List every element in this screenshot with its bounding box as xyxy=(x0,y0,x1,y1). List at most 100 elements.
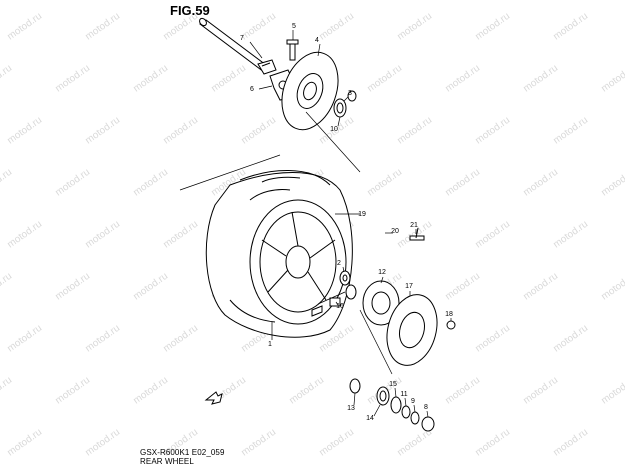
figure-title: FIG.59 xyxy=(170,3,210,18)
watermark-text: motod.ru xyxy=(599,375,625,407)
watermark-text: motod.ru xyxy=(5,11,44,43)
watermark-text: motod.ru xyxy=(131,167,170,199)
spacer-16-drawing xyxy=(329,297,341,307)
watermark-text: motod.ru xyxy=(0,63,14,95)
leader-line-7 xyxy=(249,41,263,59)
watermark-text: motod.ru xyxy=(131,271,170,303)
watermark-text: motod.ru xyxy=(131,63,170,95)
part-number-1: 1 xyxy=(268,341,272,348)
watermark-text: motod.ru xyxy=(443,271,482,303)
wheel-rim-drawing xyxy=(249,199,347,325)
leader-line-16 xyxy=(335,301,339,306)
watermark-text: motod.ru xyxy=(443,167,482,199)
seal-15-drawing xyxy=(390,396,402,414)
leader-line-13 xyxy=(353,392,356,406)
part-number-17: 17 xyxy=(405,283,413,290)
watermark-text: motod.ru xyxy=(521,167,560,199)
part-number-18: 18 xyxy=(445,311,453,318)
sprocket-carrier-drawing xyxy=(362,280,400,326)
watermark-text: motod.ru xyxy=(161,323,200,355)
front-direction-arrow-icon xyxy=(204,391,223,405)
leader-line-11 xyxy=(404,397,407,407)
part-number-14: 14 xyxy=(366,415,374,422)
leader-line-9 xyxy=(413,404,416,413)
watermark-text: motod.ru xyxy=(5,427,44,459)
watermark-text: motod.ru xyxy=(551,11,590,43)
leader-line-14 xyxy=(373,404,381,417)
watermark-text: motod.ru xyxy=(53,271,92,303)
valve-20-drawing xyxy=(311,305,323,317)
washer-9-drawing xyxy=(410,411,420,425)
watermark-text: motod.ru xyxy=(551,323,590,355)
watermark-text: motod.ru xyxy=(395,427,434,459)
bearing-13-drawing xyxy=(349,378,361,394)
sprocket-drawing xyxy=(386,294,438,366)
part-number-19: 19 xyxy=(358,211,366,218)
part-number-21: 21 xyxy=(410,222,418,229)
watermark-text: motod.ru xyxy=(239,115,278,147)
bearing-2-drawing xyxy=(339,270,351,286)
watermark-text: motod.ru xyxy=(473,219,512,251)
watermark-text: motod.ru xyxy=(551,427,590,459)
leader-line-15 xyxy=(394,387,397,398)
part-number-7: 7 xyxy=(240,35,244,42)
watermark-text: motod.ru xyxy=(0,375,14,407)
spacer-3-drawing xyxy=(345,284,357,300)
watermark-text: motod.ru xyxy=(395,115,434,147)
part-number-5: 5 xyxy=(292,23,296,30)
pin-21-drawing xyxy=(409,227,425,241)
watermark-text: motod.ru xyxy=(521,271,560,303)
watermark-text: motod.ru xyxy=(83,11,122,43)
watermark-text: motod.ru xyxy=(317,11,356,43)
watermark-text: motod.ru xyxy=(473,115,512,147)
collar-11-drawing xyxy=(401,405,411,419)
watermark-text: motod.ru xyxy=(473,323,512,355)
part-number-11: 11 xyxy=(400,391,407,398)
axle-shaft-drawing xyxy=(199,17,277,75)
watermark-text: motod.ru xyxy=(209,63,248,95)
part-number-4: 4 xyxy=(315,37,319,44)
leader-line-12 xyxy=(380,276,384,284)
part-number-2: 2 xyxy=(337,260,341,267)
watermark-text: motod.ru xyxy=(161,115,200,147)
bolt-5-drawing xyxy=(286,39,299,61)
part-number-16: 16 xyxy=(336,303,344,310)
watermark-text: motod.ru xyxy=(161,219,200,251)
assembly-guide-lines xyxy=(179,111,393,375)
watermark-text: motod.ru xyxy=(551,115,590,147)
watermark-text: motod.ru xyxy=(395,11,434,43)
part-number-8: 8 xyxy=(424,404,428,411)
leader-line-4 xyxy=(317,43,321,57)
bearing-14-drawing xyxy=(376,386,390,406)
part-number-15: 15 xyxy=(389,381,397,388)
watermark-text: motod.ru xyxy=(83,427,122,459)
watermark-text: motod.ru xyxy=(317,427,356,459)
bearing-3-drawing xyxy=(333,98,347,118)
nut-8-drawing xyxy=(421,416,435,432)
watermark-text: motod.ru xyxy=(599,271,625,303)
part-number-6: 6 xyxy=(250,86,254,93)
watermark-text: motod.ru xyxy=(239,427,278,459)
part-number-12: 12 xyxy=(378,269,386,276)
leader-line-8 xyxy=(426,410,429,418)
model-caption: GSX-R600K1 E02_059 xyxy=(140,448,225,457)
watermark-text: motod.ru xyxy=(599,167,625,199)
watermark-text: motod.ru xyxy=(473,427,512,459)
watermark-text: motod.ru xyxy=(521,375,560,407)
watermark-text: motod.ru xyxy=(239,11,278,43)
watermark-text: motod.ru xyxy=(83,115,122,147)
leader-line-2 xyxy=(342,266,345,273)
watermark-text: motod.ru xyxy=(53,375,92,407)
watermark-text: motod.ru xyxy=(131,375,170,407)
watermark-text: motod.ru xyxy=(83,323,122,355)
leader-line-10 xyxy=(337,116,341,127)
watermark-text: motod.ru xyxy=(5,115,44,147)
watermark-text: motod.ru xyxy=(0,271,14,303)
watermark-text: motod.ru xyxy=(599,63,625,95)
watermark-text: motod.ru xyxy=(473,11,512,43)
watermark-text: motod.ru xyxy=(365,167,404,199)
collar-10-drawing xyxy=(347,90,357,102)
watermark-text: motod.ru xyxy=(551,219,590,251)
